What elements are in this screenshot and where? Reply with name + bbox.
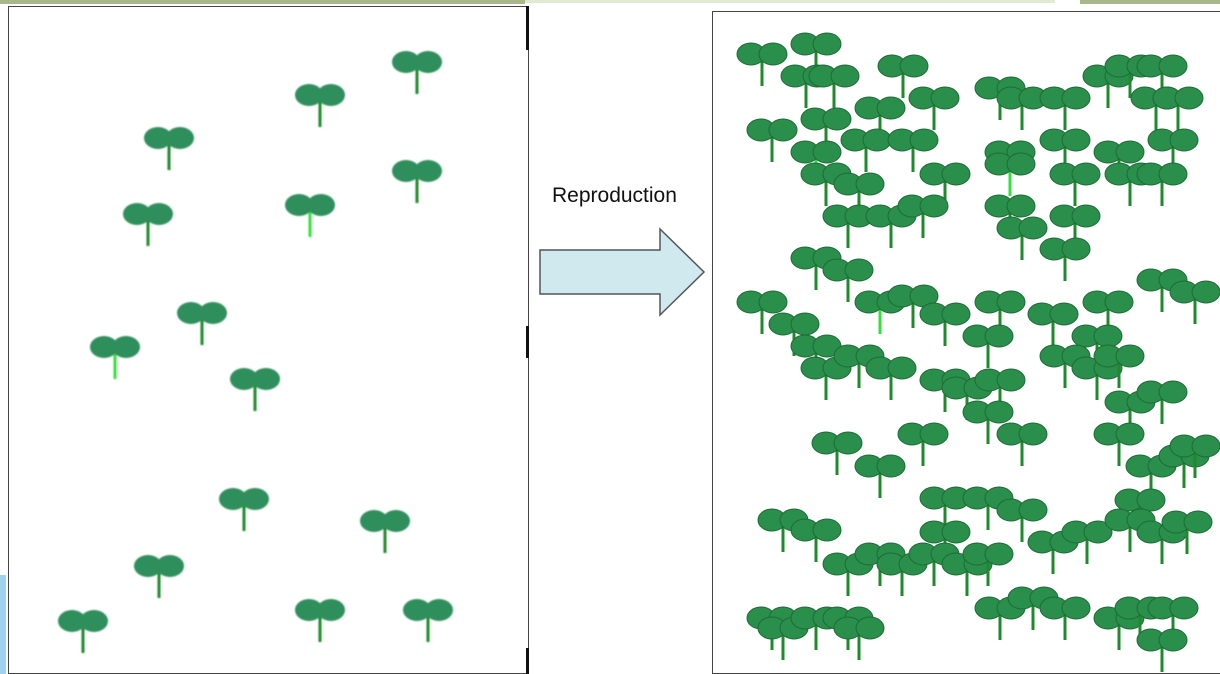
seedling-icon [887,128,939,172]
seedling-icon [897,422,949,466]
seedling-icon [790,32,842,76]
seedling-icon [974,596,1026,640]
seedling-icon [840,128,892,172]
seedling-icon [1049,204,1101,248]
panel-edge-tick [526,326,529,358]
seedling-icon [887,284,939,328]
seedling-icon [790,518,842,562]
top-border-line-faint [525,0,1055,3]
seedling-icon [1152,86,1204,130]
seedling-icon [392,160,442,203]
seedling-icon [984,152,1036,196]
seedling-icon [877,54,929,98]
seedling-icon [833,172,885,216]
seedling-icon [1093,344,1145,388]
seedling-icon [1049,162,1101,206]
seedling-icon [808,64,860,108]
seedling-icon [919,302,971,346]
seedling-icon [1039,86,1091,130]
seedling-icon [736,290,788,334]
seedling-icon [746,118,798,162]
reproduction-caption: Reproduction [552,184,677,207]
seedling-icon [822,258,874,302]
panel-edge-tick [526,6,529,50]
seedling-icon [811,431,863,475]
seedling-icon [996,216,1048,260]
seedling-icon [58,610,108,653]
seedling-icon [1169,280,1220,324]
seedling-icon [800,356,852,400]
seedling-icon [1147,128,1199,172]
seedling-icon [285,194,335,237]
seedling-icon [1136,380,1188,424]
seedling-icon [177,302,227,345]
seedling-icon [1071,324,1123,368]
seedling-icon [822,204,874,248]
top-border-line [0,0,525,4]
seedling-icon [90,336,140,379]
seedling-icon [1136,162,1188,206]
seedling-icon [865,356,917,400]
seedling-icon [854,96,906,140]
seedling-icon [854,454,906,498]
seedling-icon [897,194,949,238]
side-accent-strip [0,575,6,674]
seedling-icon [736,42,788,86]
seedling-icon [790,246,842,290]
seedling-icon [144,127,194,170]
seedling-icon [1161,510,1213,554]
seedling-icon [790,334,842,378]
seedling-icon [392,51,442,94]
seedling-icon [996,422,1048,466]
seedling-icon [1147,596,1199,640]
seedling-icon [962,324,1014,368]
seedling-icon [403,599,453,642]
seedling-icon [1039,596,1091,640]
panel-edge-tick [526,648,529,674]
seedling-icon [1169,434,1220,478]
seedling-icon [996,498,1048,542]
seedling-icon [219,488,269,531]
seedling-icon [360,510,410,553]
seedling-icon [1039,237,1091,281]
seedling-icon [876,552,928,596]
seedling-icon [295,84,345,127]
seedling-icon [230,368,280,411]
seedling-icon [134,555,184,598]
seedling-icon [1027,302,1079,346]
seedling-icon [1136,268,1188,312]
seedling-icon [908,542,960,586]
seedling-icon [962,400,1014,444]
seedling-icon [1093,140,1145,184]
seedling-icon [1136,628,1188,672]
seedling-icon [908,86,960,130]
seedling-icon [1093,422,1145,466]
seedling-icon [833,616,885,660]
seedling-icon [962,542,1014,586]
seedling-icon [1136,54,1188,98]
seedling-icon [123,203,173,246]
seedling-icon [1061,520,1113,564]
seedling-icon [996,86,1048,130]
seedling-icon [295,599,345,642]
seedling-icon [790,140,842,184]
right-arrow-icon [539,227,706,317]
seedling-icon [962,486,1014,530]
top-border-line-right [1080,0,1220,4]
